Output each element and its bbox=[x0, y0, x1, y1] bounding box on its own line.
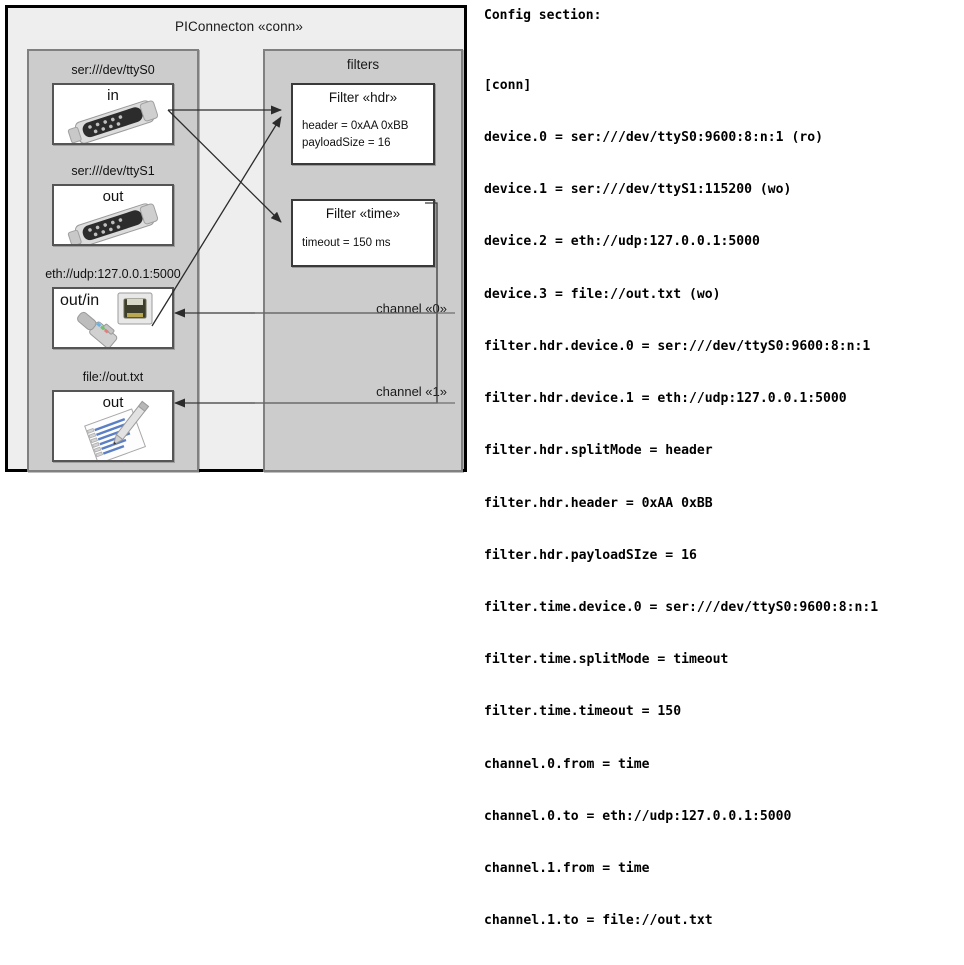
device-direction-ttys0: in bbox=[107, 87, 119, 104]
filter-hdr-attr-header: header = 0xAA 0xBB bbox=[302, 120, 409, 132]
config-line: filter.hdr.header = 0xAA 0xBB bbox=[484, 495, 713, 511]
config-line: device.1 = ser:///dev/ttyS1:115200 (wo) bbox=[484, 182, 792, 198]
device-box-ttys1[interactable]: out bbox=[52, 184, 174, 246]
filter-box-hdr[interactable]: Filter «hdr» header = 0xAA 0xBB payloadS… bbox=[291, 83, 435, 165]
config-line: filter.time.splitMode = timeout bbox=[484, 652, 729, 668]
device-direction-file: out bbox=[102, 394, 124, 411]
config-line: filter.hdr.payloadSIze = 16 bbox=[484, 547, 697, 563]
serial-port-icon bbox=[54, 85, 172, 143]
config-line: device.0 = ser:///dev/ttyS0:9600:8:n:1 (… bbox=[484, 130, 823, 146]
filters-panel: filters Filter «hdr» header = 0xAA 0xBB … bbox=[263, 49, 463, 472]
filter-box-time[interactable]: Filter «time» timeout = 150 ms bbox=[291, 199, 435, 267]
config-line: filter.hdr.device.1 = eth://udp:127.0.0.… bbox=[484, 391, 847, 407]
config-line: filter.time.device.0 = ser:///dev/ttyS0:… bbox=[484, 600, 879, 615]
device-label-file: file://out.txt bbox=[82, 370, 144, 384]
connector-outer-frame: PIConnecton «conn» ser:///dev/ttyS0 in bbox=[5, 5, 467, 472]
filter-time-name: Filter «time» bbox=[325, 206, 401, 221]
config-line: channel.1.from = time bbox=[484, 861, 650, 877]
page-title: PIConnecton «conn» bbox=[175, 19, 303, 34]
device-direction-ttys1: out bbox=[102, 188, 124, 205]
config-line: device.3 = file://out.txt (wo) bbox=[484, 286, 721, 302]
architecture-diagram: PIConnecton «conn» ser:///dev/ttyS0 in bbox=[0, 0, 478, 484]
devices-panel: ser:///dev/ttyS0 in bbox=[27, 49, 199, 472]
config-heading: Config section: bbox=[484, 8, 602, 23]
device-box-eth[interactable]: out/in bbox=[52, 287, 174, 349]
text-file-icon bbox=[54, 392, 172, 460]
config-text: [conn] device.0 = ser:///dev/ttyS0:9600:… bbox=[484, 42, 878, 965]
device-label-ttys1: ser:///dev/ttyS1 bbox=[71, 164, 155, 178]
device-box-file[interactable]: out bbox=[52, 390, 174, 462]
channel-label-0: channel «0» bbox=[376, 301, 447, 316]
config-section: Config section: [conn] device.0 = ser://… bbox=[482, 0, 964, 928]
filter-hdr-name: Filter «hdr» bbox=[328, 90, 398, 105]
channel-label-1: channel «1» bbox=[376, 384, 447, 399]
config-line: channel.1.to = file://out.txt bbox=[484, 913, 713, 929]
config-line: channel.0.from = time bbox=[484, 756, 650, 772]
config-line: filter.hdr.device.0 = ser:///dev/ttyS0:9… bbox=[484, 338, 871, 354]
device-box-ttys0[interactable]: in bbox=[52, 83, 174, 145]
device-label-ttys0: ser:///dev/ttyS0 bbox=[71, 63, 155, 77]
filter-time-attr-timeout: timeout = 150 ms bbox=[302, 237, 391, 249]
config-line: filter.hdr.splitMode = header bbox=[484, 443, 713, 459]
filters-panel-title: filters bbox=[346, 57, 380, 72]
config-line: device.2 = eth://udp:127.0.0.1:5000 bbox=[484, 234, 760, 250]
config-line: [conn] bbox=[484, 77, 532, 93]
config-line: channel.0.to = eth://udp:127.0.0.1:5000 bbox=[484, 808, 792, 824]
device-direction-eth: out/in bbox=[60, 292, 100, 309]
device-label-eth: eth://udp:127.0.0.1:5000 bbox=[45, 267, 181, 281]
config-line: filter.time.timeout = 150 bbox=[484, 704, 682, 720]
filter-hdr-attr-payloadsize: payloadSize = 16 bbox=[302, 137, 391, 149]
